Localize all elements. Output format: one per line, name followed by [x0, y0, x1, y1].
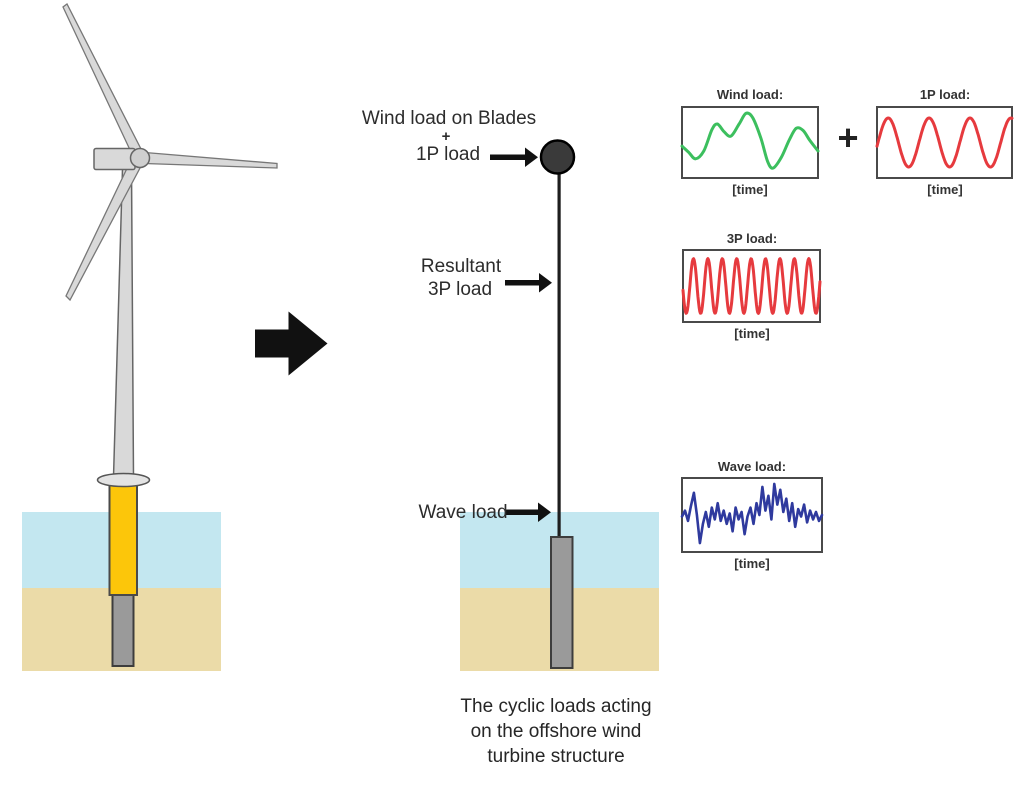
monopile — [111, 593, 135, 667]
label-1p-load: 1P load — [415, 144, 481, 165]
label-wave-load: Wave load — [418, 502, 508, 523]
1p-load-waveform — [875, 116, 1014, 169]
lumped-mass-ball — [539, 139, 576, 175]
wave-load-panel-xlabel: [time] — [734, 556, 770, 571]
wind-load-panel-frame — [681, 106, 819, 179]
load-panels — [680, 106, 1014, 553]
caption-line-1: The cyclic loads acting — [460, 696, 652, 717]
label-wind-load-on-blades: Wind load on Blades — [361, 108, 537, 129]
1p-load-panel-xlabel: [time] — [927, 182, 963, 197]
lollipop-model — [460, 139, 659, 671]
figure-caption: The cyclic loads acting on the offshore … — [460, 694, 651, 769]
resultant-3p-load-arrow-icon — [505, 273, 552, 293]
3p-load-waveform — [681, 257, 822, 315]
wind-load-panel-xlabel: [time] — [732, 182, 768, 197]
wave-load-arrow-icon — [505, 502, 551, 522]
panels-plus-sign: + — [837, 117, 859, 158]
wave-load-waveform — [680, 482, 824, 545]
tower-flange — [96, 472, 151, 488]
rotor-hub — [129, 147, 151, 169]
transform-arrow-icon — [255, 311, 328, 376]
model-pile — [550, 536, 574, 669]
model-tower-line — [557, 172, 561, 538]
transition-piece — [108, 482, 138, 596]
1p-load-panel-title: 1P load: — [919, 87, 971, 102]
wind-load-panel-title: Wind load: — [716, 87, 784, 102]
wind-1p-load-arrow-icon — [490, 147, 538, 167]
blade-right — [144, 151, 278, 169]
label-resultant: Resultant — [420, 256, 502, 277]
offshore-turbine-illustration — [22, 3, 278, 671]
wind-load-waveform — [680, 111, 820, 170]
wave-load-panel-title: Wave load: — [717, 459, 787, 474]
3p-load-panel-xlabel: [time] — [734, 326, 770, 341]
caption-line-3: turbine structure — [487, 746, 625, 767]
3p-load-panel-title: 3P load: — [726, 231, 778, 246]
nacelle — [93, 147, 136, 171]
label-plus-sign: + — [441, 128, 451, 145]
blade-up — [62, 3, 142, 153]
caption-line-2: on the offshore wind — [470, 721, 642, 742]
label-3p-load: 3P load — [427, 279, 493, 300]
turbine-tower — [112, 168, 135, 478]
